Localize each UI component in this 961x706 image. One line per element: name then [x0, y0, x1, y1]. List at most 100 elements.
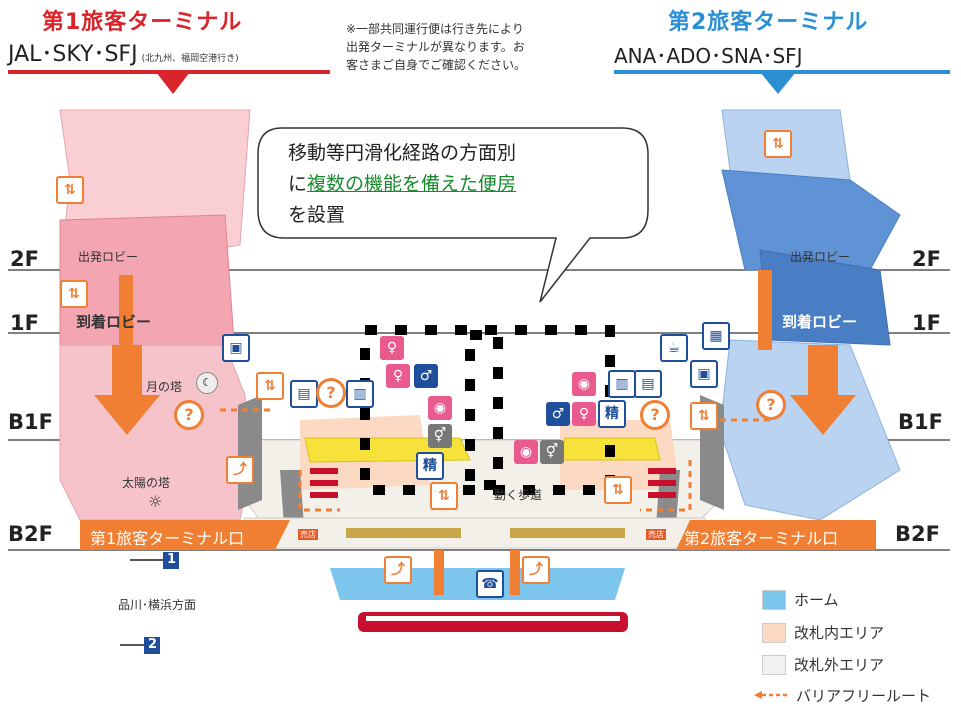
t2-gate-band	[676, 520, 876, 550]
legend-label-unpaid-area: 改札外エリア	[794, 656, 885, 674]
moving-walkway-left	[346, 528, 461, 538]
callout-text: 移動等円滑化経路の方面別 に複数の機能を備えた便房 を設置	[288, 138, 628, 231]
terminal1-destination-note: (北九州、福岡空港行き)	[141, 54, 239, 64]
terminal1-title: 第1旅客ターミナル	[42, 10, 243, 35]
ticket-office-icon: ▥	[608, 370, 636, 398]
ticket-machine-icon: ▤	[634, 370, 662, 398]
elevator-icon: ⇅	[690, 402, 718, 430]
barrier-free-route-t2-b2	[640, 460, 692, 512]
phone-icon: ☎	[476, 570, 504, 598]
t1-connector-pillar	[119, 275, 133, 345]
track1-badge	[163, 552, 179, 569]
floor-label-2f-right: 2F	[912, 247, 941, 271]
t1-gate-band	[80, 520, 290, 550]
floor-label-b2f-right: B2F	[895, 522, 940, 546]
floor-label-b1f-right: B1F	[898, 410, 943, 434]
floor-label-2f-left: 2F	[10, 247, 39, 271]
highlight-box	[360, 325, 615, 495]
terminal2-airlines: ANA･ADO･SNA･SFJ	[614, 44, 803, 68]
t2-shop-sign: 売店	[646, 529, 666, 540]
fare-adjustment-icon: 精	[598, 400, 626, 428]
t2-departure-lobby-label: 出発ロビー	[790, 250, 851, 264]
terminal1-airlines-text: JAL･SKY･SFJ	[8, 42, 138, 67]
legend-route-arrowhead	[754, 691, 762, 699]
elevator-icon: ⇅	[256, 372, 284, 400]
family-restroom-icon: ⚥	[428, 424, 452, 448]
vending-machine-icon: ▦	[702, 322, 730, 350]
moon-tower-label: 月の塔	[146, 380, 183, 394]
information-icon: ?	[174, 400, 204, 430]
t1-gate-label: 第1旅客ターミナル口	[90, 529, 245, 548]
legend-swatch-paid-area	[762, 623, 786, 643]
track2-number: 2	[148, 637, 158, 652]
callout-line2-prefix: に	[288, 173, 308, 195]
t2-b1-area-shape	[719, 339, 901, 521]
platform-pillar-right	[510, 550, 520, 595]
multifunction-toilet-link[interactable]: 複数の機能を備えた便房	[307, 173, 517, 195]
floor-label-b2f-left: B2F	[8, 522, 53, 546]
ticket-gates	[310, 468, 676, 498]
callout-line2: に複数の機能を備えた便房	[288, 169, 628, 200]
escalator-icon: ⤴	[226, 456, 254, 484]
callout-line1: 移動等円滑化経路の方面別	[288, 142, 517, 164]
moving-walkway-right	[510, 528, 625, 538]
elevator-icon: ⇅	[60, 280, 88, 308]
escalator-icon: ⤴	[384, 556, 412, 584]
terminal2-pointer	[760, 72, 796, 94]
t2-connector-pillar	[758, 270, 772, 350]
train-windows	[366, 616, 620, 621]
legend-swatch-platform	[762, 590, 786, 610]
terminal1-airlines: JAL･SKY･SFJ(北九州、福岡空港行き)	[8, 36, 239, 68]
t2-down-arrow	[790, 345, 856, 435]
callout-bubble	[257, 127, 649, 303]
legend-label-platform: ホーム	[794, 591, 839, 609]
mens-restroom-icon: ♂	[546, 402, 570, 426]
ticket-office-icon: ▥	[346, 380, 374, 408]
t1-shop-sign: 売店	[298, 529, 318, 540]
legend-label-paid-area: 改札内エリア	[794, 624, 885, 642]
floor-label-1f-left: 1F	[10, 311, 39, 335]
elevator-icon: ⇅	[430, 482, 458, 510]
information-icon: ?	[640, 400, 670, 430]
shared-flight-notice: ※一部共同運行便は行き先により 出発ターミナルが異なります。お 客さまご自身でご…	[346, 22, 527, 72]
cafe-icon: ☕	[660, 334, 688, 362]
track1-number: 1	[167, 552, 177, 567]
terminal2-title: 第2旅客ターミナル	[668, 10, 869, 35]
barrier-free-route-t1-b2	[298, 470, 340, 512]
legend-swatch-unpaid-area	[762, 655, 786, 675]
track2-badge	[144, 637, 160, 654]
t1-arrival-lobby-label: 到着ロビー	[76, 313, 152, 331]
moving-walkway-label: 動く歩道	[494, 488, 543, 502]
baby-care-icon: ◉	[428, 396, 452, 420]
womens-restroom-icon: ♀	[572, 402, 596, 426]
t2-gate-label: 第2旅客ターミナル口	[684, 529, 839, 548]
fare-adjustment-icon: 精	[416, 452, 444, 480]
t1-down-arrow	[94, 345, 160, 435]
train-shape	[358, 612, 628, 632]
sun-icon: ☼	[148, 492, 163, 511]
floor-label-1f-right: 1F	[912, 311, 941, 335]
baby-care-icon: ◉	[572, 372, 596, 396]
floor-label-b1f-left: B1F	[8, 410, 53, 434]
t2-arrival-lobby-label: 到着ロビー	[782, 313, 858, 331]
information-icon: ?	[316, 378, 346, 408]
elevator-icon: ⇅	[764, 130, 792, 158]
mens-restroom-icon: ♂	[414, 364, 438, 388]
direction-label: 品川･横浜方面	[118, 598, 197, 612]
t1-departure-lobby-label: 出発ロビー	[78, 250, 139, 264]
ticket-machine-icon: ▤	[290, 380, 318, 408]
platform-pillar-left	[434, 550, 444, 595]
information-icon: ?	[756, 390, 786, 420]
moon-icon: ☾	[196, 372, 218, 394]
escalator-icon: ⤴	[522, 556, 550, 584]
family-restroom-icon: ⚥	[540, 440, 564, 464]
baby-care-icon: ◉	[514, 440, 538, 464]
coin-locker-icon: ▣	[222, 334, 250, 362]
legend-label-barrier-free-route: バリアフリールート	[796, 687, 932, 705]
womens-restroom-icon: ♀	[386, 364, 410, 388]
coin-locker-icon: ▣	[690, 360, 718, 388]
elevator-icon: ⇅	[56, 176, 84, 204]
callout-line3: を設置	[288, 204, 346, 226]
sun-tower-label: 太陽の塔	[122, 476, 171, 490]
